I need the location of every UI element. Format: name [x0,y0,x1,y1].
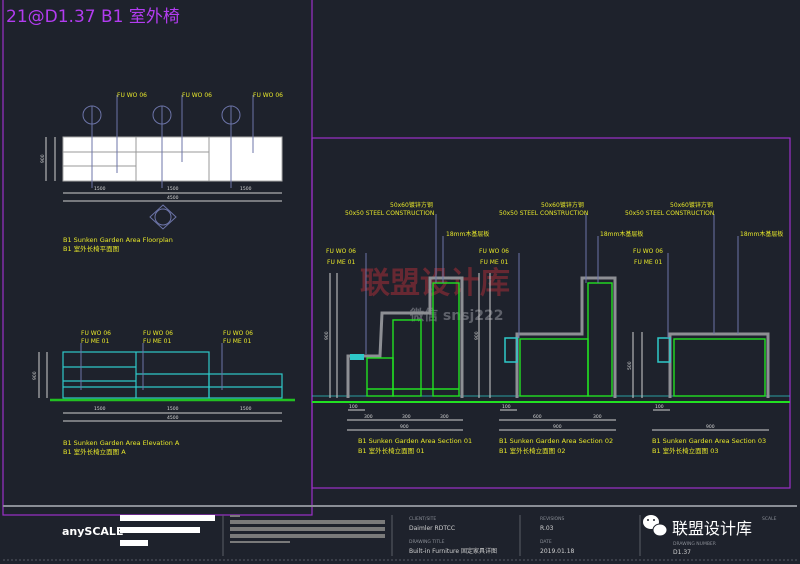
section-dim: 600 [533,414,542,420]
section-tag: FU WO 06 [479,248,509,255]
floorplan-caption-cn: B1 室外长椅平面图 [63,244,119,253]
floorplan-side-total: 900 [40,154,46,163]
section-total-dim: 900 [706,424,715,430]
floorplan-dim: 1500 [240,186,252,192]
elevation-total-dim: 4500 [167,415,179,421]
section-caption-cn: B1 室外长椅立面图 03 [652,446,719,455]
section-board-label: 18mm木基层板 [740,230,783,238]
watermark-subtext: 微信 snsj222 [409,307,504,324]
title-block: anySCALE CLIENT/SITE Daimler RDTCC DRAWI… [3,505,797,561]
floorplan-dim: 1500 [94,186,106,192]
elevation-side-total: 900 [32,371,38,380]
section-steel-label: 50x60镀锌方钢 [541,201,584,209]
elevation-tag: FU WO 06 [81,330,111,337]
right-viewport-frame [311,137,791,489]
section-board-label: 18mm木基层板 [446,230,489,238]
section-steel-label-en: 50x50 STEEL CONSTRUCTION [625,210,714,217]
section-caption: B1 Sunken Garden Area Section 01 [358,437,472,445]
section-steel-label-en: 50x50 STEEL CONSTRUCTION [499,210,588,217]
section-offset-dim: 100 [502,404,511,410]
section-tag: FU WO 06 [633,248,663,255]
elevation-tag: FU WO 06 [223,330,253,337]
sheet-title: 21@D1.37 B1 室外椅 [6,7,180,27]
drawing-title-value: Built-in Furniture 固定家具详图 [409,547,497,555]
drawing-title-label: DRAWING TITLE [409,539,445,545]
section-caption-cn: B1 室外长椅立面图 02 [499,446,566,455]
section-total-dim: 900 [400,424,409,430]
date-value: 2019.01.18 [540,548,575,555]
section-height-dim: 500 [627,361,633,370]
section-dim: 300 [364,414,373,420]
section-steel-label-en: 50x50 STEEL CONSTRUCTION [345,210,434,217]
elevation-tag: FU ME 01 [143,338,171,345]
client-value: Daimler RDTCC [409,525,455,532]
elevation-caption-cn: B1 室外长椅立面图 A [63,447,126,456]
revisions-label: REVISIONS [540,516,564,522]
elevation-dim: 1500 [94,406,106,412]
scale-label: SCALE [762,516,777,522]
elevation-caption: B1 Sunken Garden Area Elevation A [63,439,180,447]
section-caption-cn: B1 室外长椅立面图 01 [358,446,425,455]
wechat-icon [643,515,668,537]
company-logo: anySCALE [62,525,123,538]
section-dim: 300 [402,414,411,420]
section-02-drawing: 50x60镀锌方钢 50x50 STEEL CONSTRUCTION 18mm木… [474,201,643,455]
section-tag: FU ME 01 [480,259,508,266]
section-caption: B1 Sunken Garden Area Section 02 [499,437,613,445]
section-steel-label: 50x60镀锌方钢 [670,201,713,209]
drawing-number-value: D1.37 [673,549,691,556]
client-label: CLIENT/SITE [409,516,436,522]
date-label: DATE [540,539,552,545]
elevation-dim: 1500 [167,406,179,412]
section-height-dim: 900 [474,331,480,340]
floorplan-total-dim: 4500 [167,195,179,201]
section-total-dim: 900 [553,424,562,430]
elevation-drawing: FU WO 06 FU ME 01 FU WO 06 FU ME 01 FU W… [32,330,295,456]
wechat-brand: 联盟设计库 [672,519,752,538]
floorplan-drawing: FU WO 06 FU WO 06 FU WO 06 1500 1500 150… [40,92,283,253]
section-tag: FU ME 01 [327,259,355,266]
section-01-drawing: 50x60镀锌方钢 50x50 STEEL CONSTRUCTION 18mm木… [324,201,489,455]
floorplan-caption: B1 Sunken Garden Area Floorplan [63,236,173,244]
section-offset-dim: 100 [349,404,358,410]
section-dim: 300 [593,414,602,420]
section-caption: B1 Sunken Garden Area Section 03 [652,437,766,445]
elevation-dim: 1500 [240,406,252,412]
floorplan-tag: FU WO 06 [117,92,147,99]
left-viewport-frame [2,0,313,516]
section-tag: FU WO 06 [326,248,356,255]
revision-value: R.03 [540,525,554,532]
elevation-tag: FU WO 06 [143,330,173,337]
section-03-drawing: 50x60镀锌方钢 50x50 STEEL CONSTRUCTION 18mm木… [625,201,783,455]
section-dim: 300 [440,414,449,420]
section-offset-dim: 100 [655,404,664,410]
floorplan-tag: FU WO 06 [253,92,283,99]
section-height-dim: 900 [324,331,330,340]
elevation-tag: FU ME 01 [81,338,109,345]
elevation-tag: FU ME 01 [223,338,251,345]
floorplan-tag: FU WO 06 [182,92,212,99]
section-board-label: 18mm木基层板 [600,230,643,238]
drawing-number-label: DRAWING NUMBER [673,541,716,547]
floorplan-dim: 1500 [167,186,179,192]
section-tag: FU ME 01 [634,259,662,266]
section-steel-label: 50x60镀锌方钢 [390,201,433,209]
